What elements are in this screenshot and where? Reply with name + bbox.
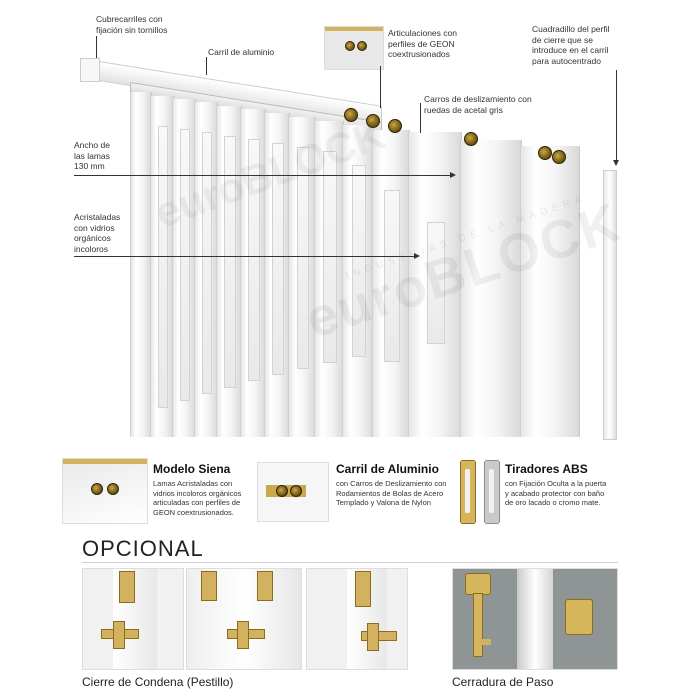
lock-photo [452, 568, 618, 670]
joint-detail-thumbnail [324, 26, 384, 70]
slat [288, 117, 316, 437]
leader-line [380, 66, 381, 108]
rail-cover-end [80, 58, 100, 82]
feature-rail-text: con Carros de Deslizamiento con Rodamien… [336, 479, 447, 507]
lock-icon [565, 599, 593, 635]
caption-latch: Cierre de Condena (Pestillo) [82, 675, 234, 689]
key-icon [465, 573, 491, 595]
label-glazed: Acristaladas con vidrios orgánicos incol… [74, 212, 121, 254]
slat [520, 146, 580, 437]
slat [460, 140, 522, 437]
roller [464, 132, 478, 146]
feature-handles-title: Tiradores ABS [505, 462, 588, 476]
slat [240, 109, 266, 437]
handle-chrome-icon [484, 460, 500, 524]
roller [344, 108, 358, 122]
leader-line [616, 70, 617, 160]
feature-handles-text: con Fijación Oculta a la puerta y acabad… [505, 479, 607, 507]
handle-gold-icon [460, 460, 476, 524]
slat [194, 102, 218, 437]
roller [538, 146, 552, 160]
feature-siena-thumbnail [62, 458, 148, 524]
label-slat-width: Ancho de las lamas 130 mm [74, 140, 110, 171]
arrow [613, 160, 619, 166]
arrow [414, 253, 420, 259]
leader-line [96, 36, 97, 58]
slat [314, 121, 344, 437]
roller [366, 114, 380, 128]
label-joints: Articulaciones con perfiles de GEON coex… [388, 28, 457, 59]
latch-photo [186, 568, 302, 670]
latch-photo [306, 568, 408, 670]
slat [150, 96, 174, 437]
slat [408, 132, 462, 437]
feature-rail-title: Carril de Aluminio [336, 462, 439, 476]
slat [264, 113, 290, 437]
optional-divider [82, 562, 618, 563]
slat [172, 99, 196, 437]
feature-rail-thumbnail [257, 462, 329, 522]
label-aluminium-rail: Carril de aluminio [208, 47, 275, 57]
leader-line [74, 256, 414, 257]
leader-line [420, 103, 421, 133]
feature-siena-title: Modelo Siena [153, 462, 231, 476]
closing-profile [603, 170, 617, 440]
label-carriages: Carros de deslizamiento con ruedas de ac… [424, 94, 532, 115]
door-illustration: euroBLOCK euroBLOCK INDUSTRIAS DE LA MAD… [80, 26, 628, 440]
slat [216, 106, 242, 437]
label-closing-square: Cuadradillo del perfil de cierre que se … [532, 24, 610, 66]
feature-siena-text: Lamas Acristaladas con vidrios incoloros… [153, 479, 242, 517]
roller [552, 150, 566, 164]
leader-line [74, 175, 450, 176]
roller [388, 119, 402, 133]
slat [130, 92, 152, 437]
label-rail-cover: Cubrecarriles con fijación sin tornillos [96, 14, 168, 35]
latch-photo [82, 568, 184, 670]
optional-title: OPCIONAL [82, 536, 204, 561]
leader-line [206, 57, 207, 75]
arrow [450, 172, 456, 178]
caption-lock: Cerradura de Paso [452, 675, 554, 689]
